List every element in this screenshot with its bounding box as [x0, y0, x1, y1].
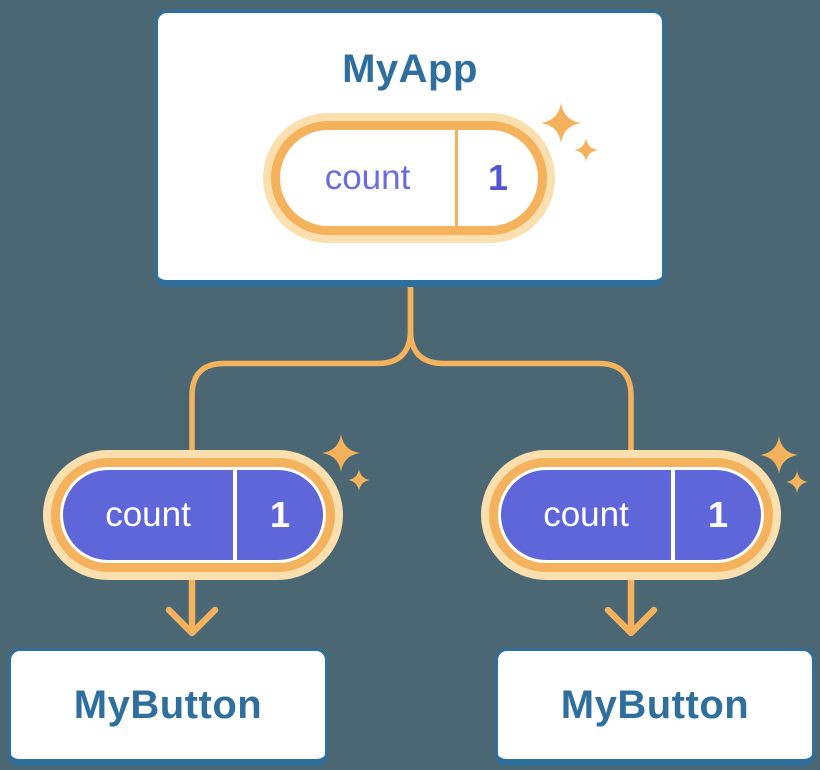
pill-core: count 1	[501, 470, 761, 560]
prop-value: 1	[269, 494, 291, 535]
mybutton-card-left: MyButton	[8, 648, 328, 766]
prop-name: count	[543, 495, 629, 534]
prop-value: 1	[707, 494, 729, 535]
pill-core: count 1	[63, 470, 323, 560]
pill-divider	[455, 130, 458, 226]
arrow-down-icon	[604, 572, 658, 637]
state-name: count	[324, 158, 411, 197]
arrow-down-icon	[165, 572, 219, 637]
pill-divider	[671, 470, 675, 560]
props-pill: count 1	[43, 450, 343, 580]
component-title: MyButton	[73, 683, 263, 727]
prop-name: count	[105, 495, 191, 534]
pill-divider	[233, 470, 237, 560]
pill-body: count 1	[280, 130, 538, 226]
connector-branch-right	[407, 287, 634, 458]
connector-branch-left	[189, 287, 414, 458]
component-title: MyApp	[342, 47, 478, 91]
props-pill: count 1	[481, 450, 781, 580]
mybutton-card-right: MyButton	[495, 648, 815, 766]
state-pill: count 1	[263, 113, 555, 243]
component-title: MyButton	[560, 683, 750, 727]
state-value: 1	[487, 157, 509, 198]
